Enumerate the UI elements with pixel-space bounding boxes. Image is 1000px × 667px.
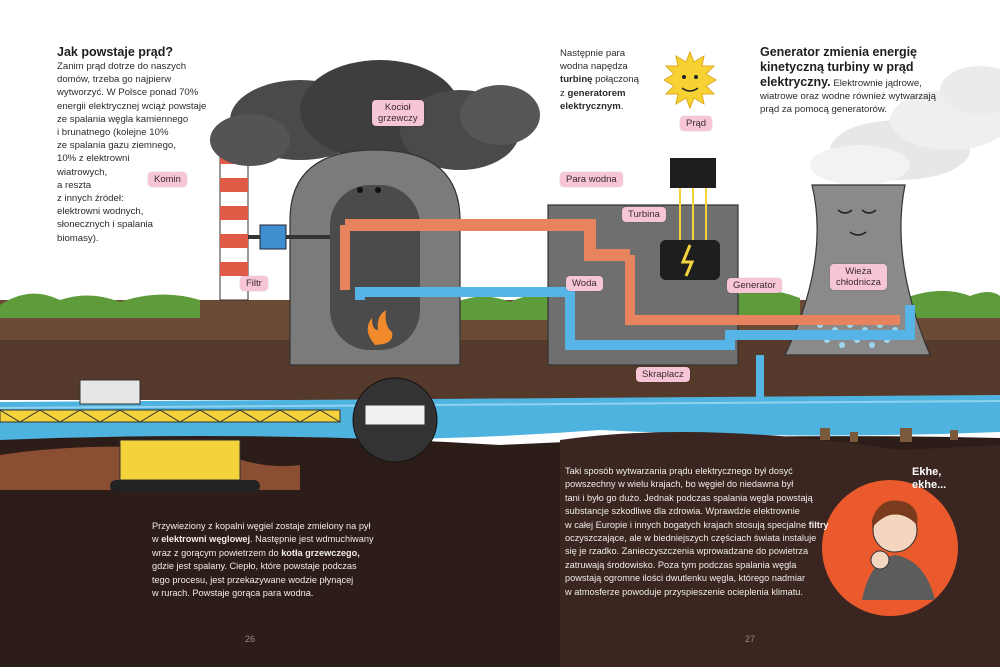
- cough-text: Ekhe, ekhe...: [912, 466, 947, 491]
- page-number-right: 27: [745, 634, 756, 644]
- tree-stumps: [820, 428, 958, 442]
- generator-heading-line: elektryczny.: [760, 75, 831, 89]
- turbine-bold: turbinę: [560, 74, 593, 86]
- turbine-text-line: Następnie para: [560, 48, 626, 59]
- generator-text-block: Generator zmienia energię kinetyczną tur…: [760, 45, 995, 117]
- generator-box: [660, 240, 720, 280]
- label-prad: Prąd: [680, 116, 713, 131]
- intro-line: 10% z elektrowni: [57, 153, 130, 165]
- flame-icon: [367, 310, 393, 345]
- generator-heading-line: kinetyczną turbiny w prąd: [760, 60, 914, 74]
- generator-text-line: prąd za pomocą generatorów.: [760, 104, 887, 116]
- intro-line: i brunatnego (kolejne 10%: [57, 127, 169, 139]
- river: [0, 395, 1000, 446]
- intro-line: domów, trzeba go najpierw: [57, 74, 172, 86]
- label-woda: Woda: [566, 276, 603, 291]
- label-generator: Generator: [727, 278, 782, 293]
- label-komin: Komin: [148, 172, 187, 187]
- label-wieza-chlodnicza: Wieża chłodnicza: [830, 264, 887, 290]
- label-turbina: Turbina: [622, 207, 666, 222]
- trees-left: [0, 293, 200, 318]
- chimney-stripe-2: [220, 178, 248, 192]
- coal-plant-paragraph: Przywieziony z kopalni węgiel zostaje zm…: [152, 521, 374, 599]
- chimney-stripe-3: [220, 206, 248, 220]
- coughing-person: [862, 500, 935, 600]
- trees-cooling: [720, 290, 800, 318]
- trees-right: [900, 290, 1000, 318]
- intro-line: wytworzyć. W Polsce ponad 70%: [57, 87, 199, 99]
- label-filtr: Filtr: [240, 276, 268, 291]
- generator-text-line: wiatrowe oraz wodne również wytwarzają: [760, 91, 936, 103]
- trees-mid: [450, 295, 560, 320]
- intro-line: biomasy).: [57, 232, 99, 244]
- steam-cloud: [810, 66, 1000, 185]
- intro-line: energii elektrycznej wciąż powstaje: [57, 100, 207, 112]
- turbine-text-block: Następnie para wodna napędza turbinę poł…: [560, 47, 670, 113]
- cooling-tower-face: [837, 209, 877, 214]
- bucket-wheel-excavator: [0, 377, 438, 492]
- page-number-left: 26: [245, 634, 256, 644]
- transformer-box: [670, 158, 716, 188]
- pollution-paragraph: Taki sposób wytwarzania prądu elektryczn…: [565, 466, 829, 597]
- intro-block: Jak powstaje prąd? Zanim prąd dotrze do …: [57, 45, 227, 245]
- label-skraplacz: Skraplacz: [636, 367, 690, 382]
- label-para-wodna: Para wodna: [560, 172, 623, 187]
- boiler-eye-right: [375, 187, 381, 193]
- chimney-stripe-5: [220, 262, 248, 276]
- chimney-stripe-4: [220, 234, 248, 248]
- boiler-eye-left: [357, 187, 363, 193]
- turbine-text-line: wodna napędza: [560, 61, 628, 73]
- lightning-icon: [680, 244, 695, 277]
- sun-icon: [663, 50, 717, 110]
- intro-line: ze spalania gazu ziemnego,: [57, 140, 176, 152]
- intro-line: wiatrowych,: [57, 166, 108, 178]
- intro-heading: Jak powstaje prąd?: [57, 45, 174, 59]
- filter-box: [259, 224, 287, 250]
- intro-line: słonecznych i spalania: [57, 219, 153, 231]
- label-kociol: Kocioł grzewczy: [372, 100, 424, 126]
- steam-pipe: [345, 219, 630, 261]
- intro-line: a reszta: [57, 179, 92, 191]
- water-pipe: [355, 287, 915, 350]
- generator-bold: generatorem: [567, 87, 626, 99]
- generator-heading-line: Generator zmienia energię: [760, 45, 918, 59]
- river-highlight: [0, 400, 1000, 409]
- intro-line: ze spalania węgla kamiennego: [57, 113, 189, 125]
- intro-line: Zanim prąd dotrze do naszych: [57, 61, 187, 72]
- intro-line: elektrowni wodnych,: [57, 206, 144, 218]
- intro-line: z innych źródeł:: [57, 193, 124, 205]
